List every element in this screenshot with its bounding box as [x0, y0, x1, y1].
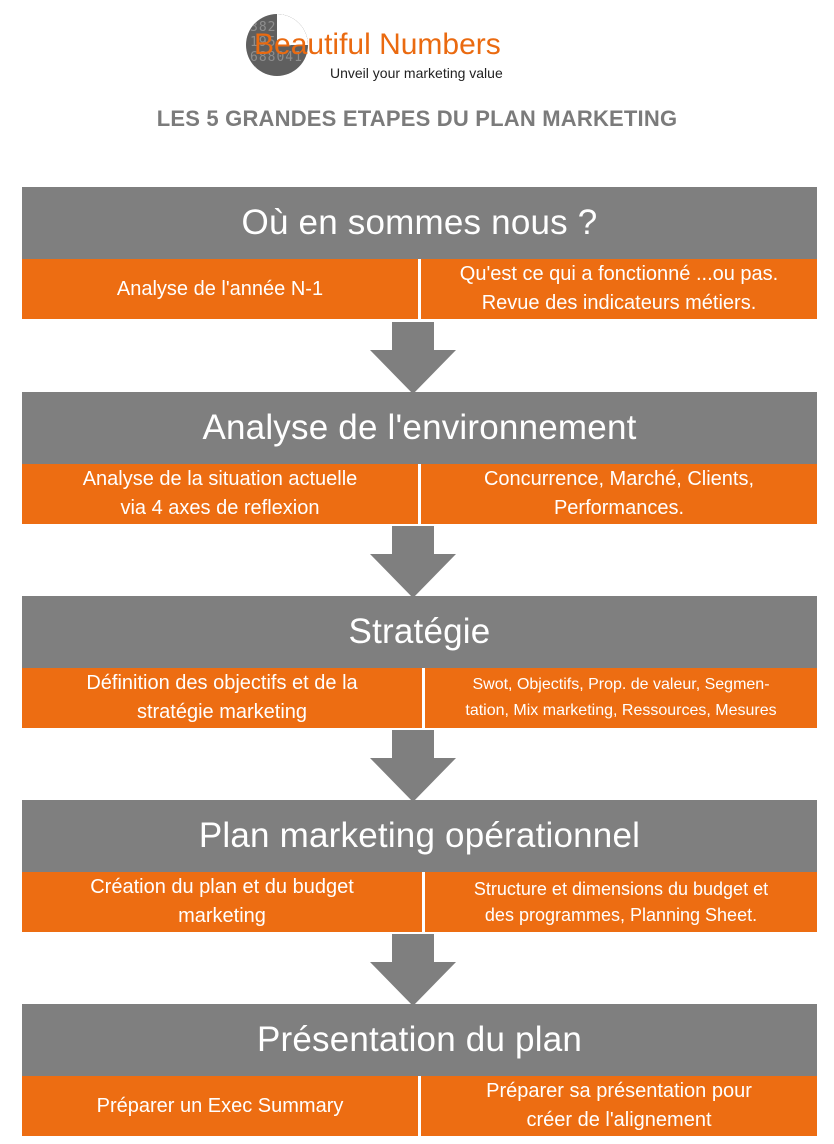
stage-detail-left: Définition des objectifs et de la straté… — [22, 668, 422, 728]
down-arrow-icon — [370, 322, 456, 394]
stage-detail-right: Qu'est ce qui a fonctionné ...ou pas. Re… — [421, 259, 817, 319]
stage-header: Où en sommes nous ? — [22, 187, 817, 259]
stage-5: Présentation du plan Préparer un Exec Su… — [22, 1004, 817, 1136]
detail-line: des programmes, Planning Sheet. — [484, 905, 758, 925]
detail-line: Analyse de la situation actuelle — [82, 468, 358, 490]
down-arrow-icon — [370, 730, 456, 802]
stage-detail-left: Préparer un Exec Summary — [22, 1076, 418, 1136]
stage-details: Définition des objectifs et de la straté… — [22, 668, 817, 728]
detail-line: Qu'est ce qui a fonctionné ...ou pas. — [459, 263, 779, 285]
detail-line: Performances. — [553, 497, 685, 519]
stage-header: Analyse de l'environnement — [22, 392, 817, 464]
stage-header: Présentation du plan — [22, 1004, 817, 1076]
stage-details: Analyse de la situation actuelle via 4 a… — [22, 464, 817, 524]
stage-header: Stratégie — [22, 596, 817, 668]
detail-line: Création du plan et du budget — [90, 876, 354, 898]
detail-line: créer de l'alignement — [526, 1109, 712, 1131]
logo-number-circle-icon: 3825081953076880419 — [246, 14, 308, 76]
detail-line: Définition des objectifs et de la — [86, 672, 358, 694]
detail-line: Analyse de l'année N-1 — [116, 277, 324, 300]
page-title: LES 5 GRANDES ETAPES DU PLAN MARKETING — [156, 106, 678, 131]
brand-tagline: Unveil your marketing value — [330, 65, 503, 81]
logo: 3825081953076880419 Beautiful Numbers Un… — [246, 14, 566, 84]
stage-detail-right: Swot, Objectifs, Prop. de valeur, Segmen… — [425, 668, 817, 728]
detail-line: via 4 axes de reflexion — [120, 497, 320, 519]
down-arrow-icon — [370, 526, 456, 598]
detail-line: Préparer un Exec Summary — [96, 1094, 344, 1117]
detail-line: marketing — [178, 905, 266, 927]
detail-line: Préparer sa présentation pour — [486, 1080, 752, 1102]
detail-line: Revue des indicateurs métiers. — [481, 292, 757, 314]
stage-1: Où en sommes nous ? Analyse de l'année N… — [22, 187, 817, 319]
stage-2: Analyse de l'environnement Analyse de la… — [22, 392, 817, 524]
detail-line: Concurrence, Marché, Clients, — [483, 468, 755, 490]
stage-detail-right: Structure et dimensions du budget et des… — [425, 872, 817, 932]
stage-details: Analyse de l'année N-1 Qu'est ce qui a f… — [22, 259, 817, 319]
stage-header: Plan marketing opérationnel — [22, 800, 817, 872]
stage-detail-right: Préparer sa présentation pour créer de l… — [421, 1076, 817, 1136]
brand-name: Beautiful Numbers — [254, 28, 501, 61]
stage-details: Préparer un Exec Summary Préparer sa pré… — [22, 1076, 817, 1136]
stage-details: Création du plan et du budget marketing … — [22, 872, 817, 932]
stage-detail-left: Analyse de l'année N-1 — [22, 259, 418, 319]
detail-line: tation, Mix marketing, Ressources, Mesur… — [465, 702, 777, 719]
detail-line: Swot, Objectifs, Prop. de valeur, Segmen… — [472, 676, 770, 693]
stage-4: Plan marketing opérationnel Création du … — [22, 800, 817, 932]
down-arrow-icon — [370, 934, 456, 1006]
detail-line: Structure et dimensions du budget et — [473, 879, 769, 899]
stage-detail-left: Analyse de la situation actuelle via 4 a… — [22, 464, 418, 524]
detail-line: stratégie marketing — [136, 701, 308, 723]
stage-3: Stratégie Définition des objectifs et de… — [22, 596, 817, 728]
stage-detail-left: Création du plan et du budget marketing — [22, 872, 422, 932]
stage-detail-right: Concurrence, Marché, Clients, Performanc… — [421, 464, 817, 524]
